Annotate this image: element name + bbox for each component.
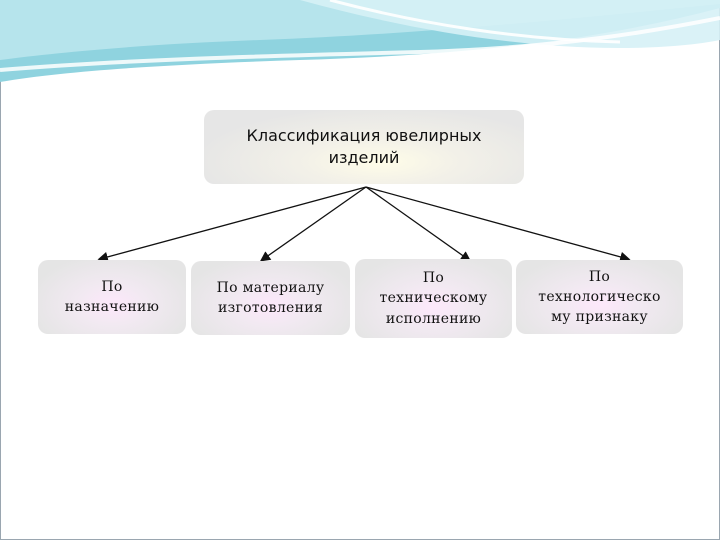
child-node-purpose: По назначению <box>38 260 186 334</box>
arrow-to-child-3 <box>365 186 472 262</box>
arrow-to-child-2 <box>259 186 367 262</box>
child-4-line2: технологическо <box>538 288 661 305</box>
child-4-line1: По <box>588 268 611 285</box>
child-1-line1: По <box>101 278 123 295</box>
child-4-line3: му признаку <box>551 309 648 326</box>
child-3-line2: техническому <box>379 290 488 307</box>
child-2-line1: По материалу <box>216 279 325 296</box>
arrow-to-child-1 <box>97 186 367 262</box>
header-wave-decoration <box>0 0 720 82</box>
child-3-line3: исполнению <box>385 310 482 327</box>
child-node-technical: По техническому исполнению <box>355 259 512 338</box>
root-node: Классификация ювелирных изделий <box>204 110 524 184</box>
child-3-line1: По <box>422 270 445 287</box>
child-node-technological: По технологическо му признаку <box>516 260 683 334</box>
child-2-line2: изготовления <box>217 300 324 316</box>
arrow-to-child-4 <box>365 186 631 262</box>
root-label-line2: изделий <box>328 148 400 167</box>
child-1-line2: назначению <box>64 299 160 315</box>
child-node-material: По материалу изготовления <box>191 261 350 335</box>
root-label-line1: Классификация ювелирных <box>246 126 482 146</box>
